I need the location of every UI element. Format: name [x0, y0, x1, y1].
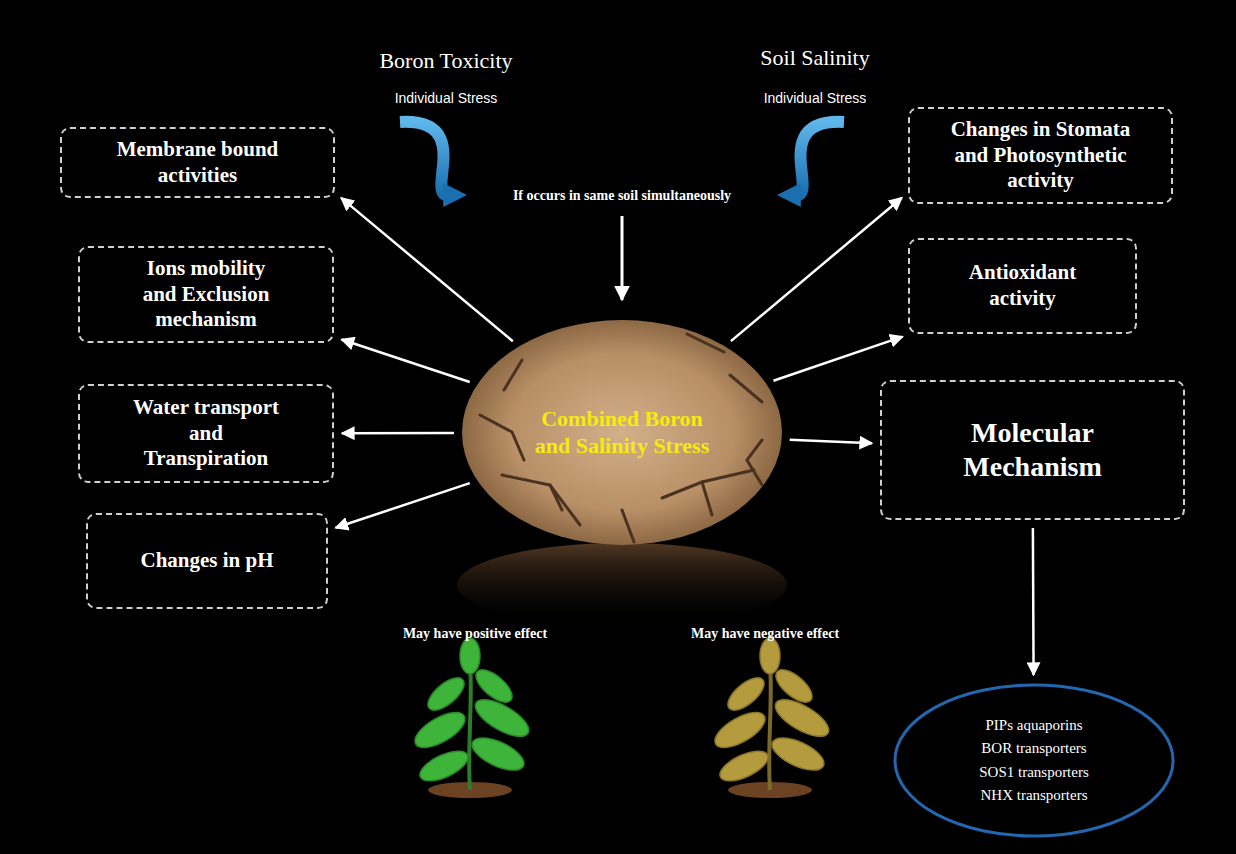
- soil-crack: [702, 482, 712, 515]
- node-text: Combined Boron and Salinity Stress: [522, 406, 722, 459]
- down-arrow: [621, 216, 624, 300]
- node-text: NHX transporters: [980, 784, 1087, 807]
- arrow-connector: [731, 198, 902, 341]
- wilted-plant: [710, 638, 834, 798]
- node-text: Changes in pH: [140, 548, 273, 574]
- transporter-circle: PIPs aquaporinsBOR transportersSOS1 tran…: [893, 683, 1175, 838]
- node-text: SOS1 transporters: [979, 761, 1089, 784]
- soil-crack: [480, 415, 524, 460]
- curved-arrow: [400, 122, 448, 195]
- soil-crack: [747, 440, 762, 485]
- effect-box: Water transport and Transpiration: [78, 384, 334, 483]
- plain-label: If occurs in same soil simultaneously: [513, 188, 731, 204]
- healthy-plant: [410, 638, 534, 798]
- plain-label: Individual Stress: [764, 90, 867, 106]
- plain-label: Soil Salinity: [760, 45, 869, 71]
- soil-crack: [730, 375, 762, 402]
- plain-label: May have positive effect: [403, 626, 547, 642]
- node-text: Ions mobility and Exclusion mechanism: [131, 256, 281, 333]
- effect-box: Changes in pH: [86, 513, 328, 609]
- node-text: PIPs aquaporins: [985, 714, 1082, 737]
- soil-fill: [462, 320, 782, 545]
- arrow-connector: [342, 339, 470, 381]
- soil-crack: [622, 510, 634, 542]
- curved-arrow: [796, 122, 844, 195]
- soil-crack: [502, 475, 580, 525]
- plain-label: Individual Stress: [395, 90, 498, 106]
- soil-reflection: [457, 543, 787, 627]
- arrow-connector: [336, 483, 470, 528]
- arrow-connector: [341, 198, 513, 341]
- arrow-connector: [342, 432, 454, 435]
- node-text: Changes in Stomata and Photosynthetic ac…: [933, 117, 1148, 194]
- arrow-connector: [773, 337, 902, 381]
- effect-box: Antioxidant activity: [908, 238, 1137, 334]
- outline-ellipse: [893, 683, 1175, 838]
- node-text: Molecular Mechanism: [943, 416, 1123, 484]
- soil-crack: [504, 360, 522, 390]
- soil-crack: [550, 485, 562, 510]
- node-text: Membrane bound activities: [110, 137, 285, 188]
- effect-box: Changes in Stomata and Photosynthetic ac…: [908, 107, 1173, 204]
- soil-crack: [662, 470, 754, 498]
- circle-outline: [895, 685, 1173, 836]
- stress-ellipse: Combined Boron and Salinity Stress: [462, 320, 782, 545]
- effect-box: Membrane bound activities: [60, 127, 335, 198]
- node-text: Antioxidant activity: [955, 260, 1090, 311]
- arrow-connector: [790, 440, 872, 444]
- arrow-connector: [1032, 528, 1035, 675]
- plain-label: Boron Toxicity: [379, 48, 512, 74]
- node-text: BOR transporters: [981, 737, 1086, 760]
- effect-box: Ions mobility and Exclusion mechanism: [78, 246, 334, 343]
- mechanism-box: Molecular Mechanism: [880, 380, 1185, 520]
- plain-label: May have negative effect: [691, 626, 839, 642]
- soil-crack: [687, 334, 724, 352]
- node-text: Water transport and Transpiration: [126, 395, 286, 472]
